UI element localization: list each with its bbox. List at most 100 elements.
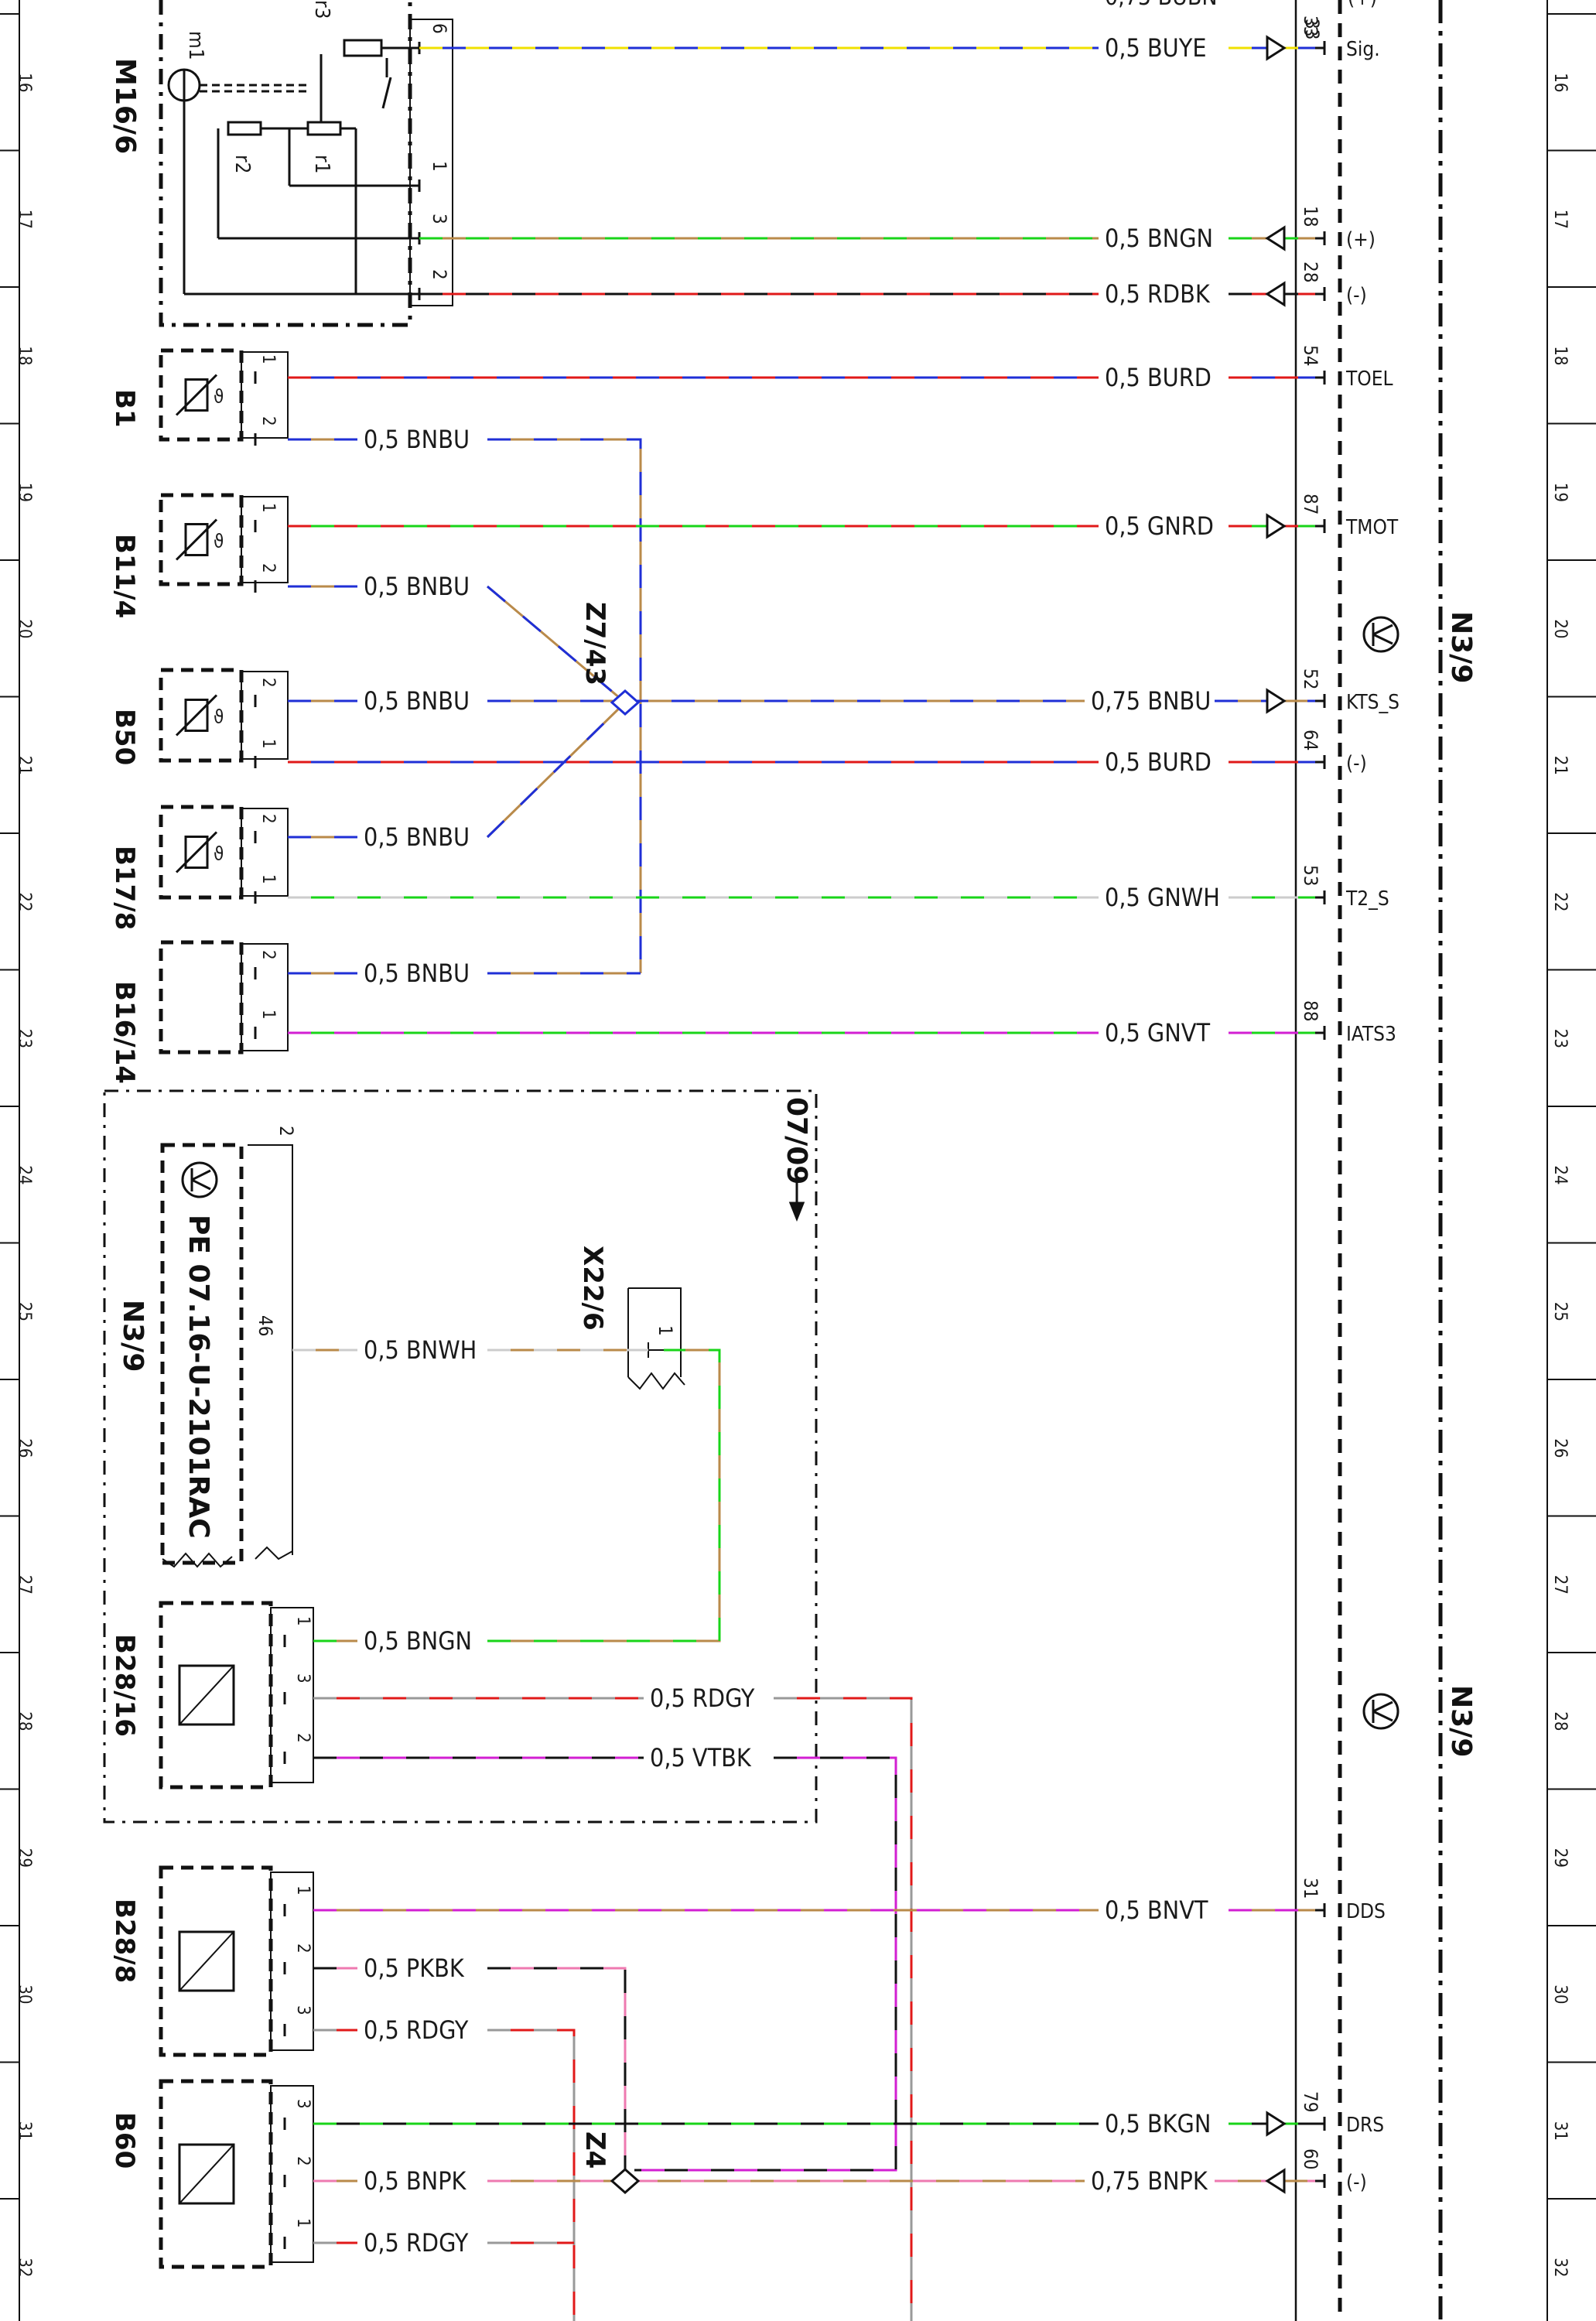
ecu-pin-number: 53 [1300, 865, 1321, 886]
ecu-pin-number: 88 [1300, 1000, 1321, 1021]
splice-label-z7-43: Z7/43 [579, 602, 610, 685]
sensor-box [159, 668, 244, 763]
wire-label: 0,5 BNBU [364, 822, 470, 852]
grid-row-right: 32 [1550, 2258, 1570, 2277]
grid-row-right: 30 [1550, 1984, 1570, 2004]
arrow-down-icon [788, 1176, 805, 1222]
ecu-pin-number: 28 [1300, 261, 1321, 282]
control-unit-n3-9: N3/9 N3/9 [1294, 0, 1477, 2321]
splice-z4: Z4 [579, 2131, 641, 2195]
grid-row-left: 22 [15, 892, 34, 911]
wire-label: 0,5 GNVT [1105, 1018, 1210, 1048]
grid-frame [19, 0, 1548, 2321]
thermistor-icon [175, 694, 218, 737]
grid-row-right: 16 [1550, 73, 1570, 92]
wire-label: 0,5 RDGY [364, 2015, 469, 2045]
wire-label: 0,5 BNPK [364, 2166, 467, 2196]
partial-wire-label: 0,75 BUBN [1105, 0, 1218, 11]
ecu-pin-number: 54 [1300, 345, 1321, 366]
ecu-pin-number: 33 [1300, 15, 1321, 36]
grid-row-right: 18 [1550, 346, 1570, 365]
arrow-left-icon [1265, 225, 1286, 251]
ecu-pin-signal: (+) [1346, 228, 1376, 251]
wire-route-17-stripe [634, 1756, 897, 2172]
box-inner-code: PE 07.16-U-2101RAC [183, 1215, 214, 1539]
wire-label: 0,5 GNRD [1105, 511, 1214, 541]
wire-label: 0,5 BNBU [364, 572, 470, 601]
wire-label: 0,5 BNVT [1105, 1895, 1208, 1925]
ecu-pin-signal: T2_S [1345, 887, 1389, 911]
grid-row-left: 23 [15, 1029, 34, 1048]
sensor-pin: 2 [258, 563, 278, 573]
ecu-pin-number: 79 [1300, 2091, 1321, 2112]
sensor-connector [270, 1607, 314, 1783]
wire-label: 0,5 RDBK [1105, 279, 1211, 309]
theta-icon: ϑ [214, 386, 224, 408]
thermistor-icon [184, 523, 209, 556]
grid-row-left: 20 [15, 619, 34, 638]
transistor-icon [1362, 1693, 1399, 1730]
sensor-pin: 1 [258, 739, 278, 749]
sensor-pin: 1 [293, 1616, 313, 1626]
arrow-left-icon [1265, 281, 1286, 307]
sensor-pin: 1 [258, 354, 278, 364]
sensor-pin: 2 [258, 950, 278, 960]
grid-row-right: 29 [1550, 1848, 1570, 1868]
wire-label: 0,5 RDGY [650, 1683, 755, 1713]
sensor-pin: 2 [258, 678, 278, 688]
ecu-pin-signal: TOEL [1345, 367, 1393, 391]
sensor-pin: 2 [293, 1943, 313, 1954]
wire-label: 0,5 BNBU [364, 686, 470, 716]
wire-route-6-stripe [487, 585, 626, 704]
sensor-label: B1 [109, 389, 140, 428]
ecu-pin-number: 87 [1300, 494, 1321, 514]
partial-pin-label: 33 [1301, 19, 1323, 39]
wire-route-4-stripe [487, 438, 642, 973]
grid-row-right: 26 [1550, 1438, 1570, 1458]
thermistor-icon [184, 836, 209, 869]
sensor-box [159, 493, 244, 586]
wire-route-15-stripe [487, 1349, 721, 1642]
wire-label: 0,5 BNGN [364, 1626, 472, 1656]
grid-row-left: 24 [15, 1165, 34, 1184]
wire-route-10-stripe [486, 701, 627, 839]
partial-signal-label: (+) [1348, 0, 1377, 10]
box-inner-pin-2: 2 [275, 1126, 297, 1137]
ecu-pin-number: 60 [1300, 2148, 1321, 2169]
arrow-right-icon [1266, 513, 1287, 539]
ecu-pin-signal: DDS [1346, 1900, 1386, 1923]
ecu-pin-number: 31 [1300, 1878, 1321, 1899]
grid-row-left: 26 [15, 1438, 34, 1458]
wire-label: 0,5 BURD [1105, 363, 1212, 392]
sensor-pin: 1 [293, 2218, 313, 2228]
motor-part-m1: m1 [184, 31, 207, 60]
ecu-pin-signal: (-) [1346, 2171, 1367, 2194]
sensor-connector [241, 943, 289, 1051]
sensor-pin: 2 [258, 416, 278, 426]
splice-label-z4: Z4 [579, 2131, 610, 2169]
ecu-pin-signal: Sig. [1346, 38, 1380, 61]
wire-label: 0,5 BURD [1105, 747, 1212, 777]
sensor-connector [270, 2085, 314, 2263]
sensor-label: B11/4 [109, 534, 140, 618]
ecu-pin-number: 64 [1300, 730, 1321, 750]
sensor-pin: 2 [258, 814, 278, 824]
pressure-transducer-icon [179, 1931, 234, 1991]
wire-label: 0,5 BNGN [1105, 224, 1213, 253]
wire-label: 0,5 RDGY [364, 2228, 469, 2258]
grid-row-right: 24 [1550, 1165, 1570, 1184]
connector-label: X22/6 [577, 1246, 608, 1331]
sensor-connector [241, 496, 289, 583]
wire-label: 0,5 PKBK [364, 1954, 465, 1983]
theta-icon: ϑ [214, 706, 224, 728]
pressure-transducer-icon [179, 1665, 234, 1725]
grid-row-left: 32 [15, 2258, 34, 2277]
motor-pin-label: 6 [429, 23, 450, 34]
grid-row-left: 31 [15, 2121, 34, 2141]
ecu-pin-signal: DRS [1346, 2114, 1384, 2137]
